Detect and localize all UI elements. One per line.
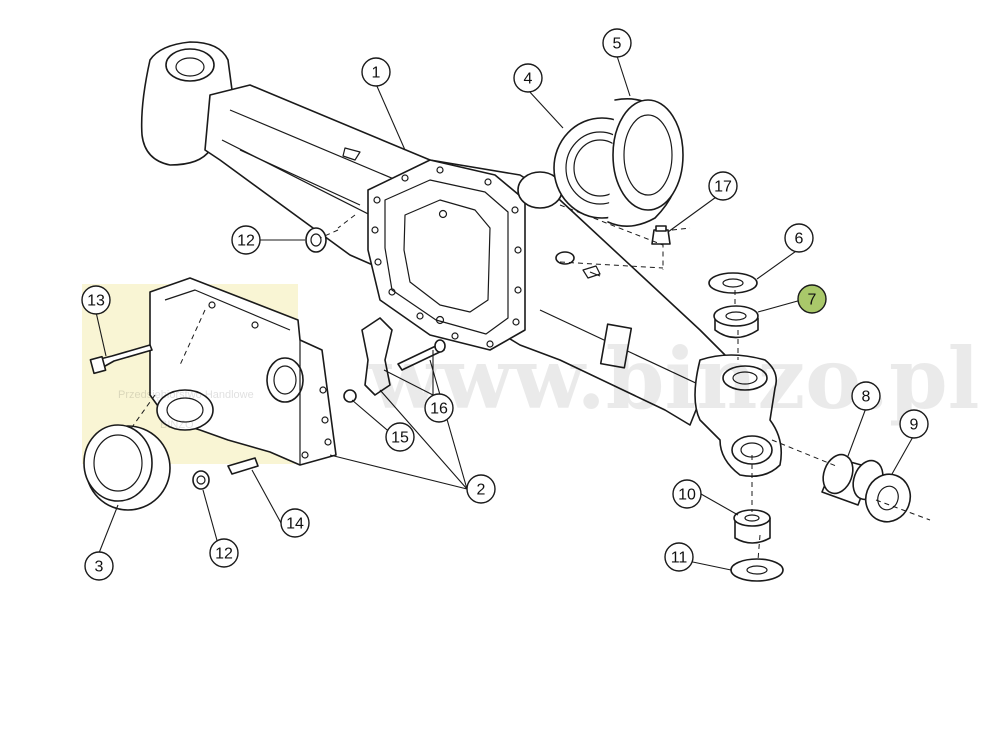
part-6-washer: [708, 272, 758, 294]
part-12-plug-upper: [305, 227, 327, 253]
callout-label: 12: [237, 233, 255, 250]
align-line-right: [559, 204, 931, 561]
part-13-bolt: [89, 344, 153, 375]
callout-5: 5: [602, 28, 632, 58]
callout-circle: [602, 28, 632, 58]
callout-circle: [899, 409, 929, 439]
callout-17: 17: [708, 171, 738, 201]
callout-15: 15: [385, 422, 415, 452]
callout-11: 11: [664, 542, 694, 572]
callout-label: 2: [477, 482, 486, 499]
callout-1: 1: [361, 57, 391, 87]
callout-16: 16: [424, 393, 454, 423]
part-15-washer: [343, 389, 357, 403]
part-3-seal-ring: [83, 424, 171, 511]
callout-label: 1: [372, 65, 381, 82]
part-8-bushing: [821, 453, 884, 506]
callout-label: 11: [671, 550, 688, 567]
part-12-plug-lower: [192, 470, 210, 490]
watermark-site: www.binzo.pl: [367, 329, 980, 428]
callout-circle: [784, 223, 814, 253]
callout-label: 15: [391, 430, 409, 447]
callout-label: 12: [215, 546, 233, 563]
callout-circle: [672, 479, 702, 509]
callout-6: 6: [784, 223, 814, 253]
callout-label: 9: [910, 417, 919, 434]
part-5-bearing-cup: [607, 98, 684, 227]
part-9-washer: [864, 473, 912, 523]
callout-circle: [466, 474, 496, 504]
callout-8: 8: [851, 381, 881, 411]
watermark-company: Przedsiębiorstwo Handlowe: [118, 389, 254, 401]
part-10-bushing: [733, 509, 771, 544]
callout-label: 3: [95, 559, 104, 576]
part-11-washer: [730, 558, 784, 582]
callout-circle: [209, 538, 239, 568]
callout-circle: [361, 57, 391, 87]
callout-circle: [84, 551, 114, 581]
part-7-bushing: [713, 305, 759, 339]
leader-lines: [95, 55, 915, 571]
part-16-clamp-and-bolt: [361, 317, 446, 396]
part-17-grease-nipple: [651, 225, 671, 245]
callout-3: 3: [84, 551, 114, 581]
align-line-left: [129, 214, 356, 431]
callout-label: 8: [862, 389, 871, 406]
callout-14: 14: [280, 508, 310, 538]
callout-4: 4: [513, 63, 543, 93]
callout-label: 4: [524, 71, 533, 88]
callout-9: 9: [899, 409, 929, 439]
callout-circle: [664, 542, 694, 572]
callout-circle: [385, 422, 415, 452]
callout-label: 7: [808, 292, 817, 309]
part-2-bearing-housing: [149, 277, 337, 466]
callout-label: 5: [613, 36, 622, 53]
callout-label: 6: [795, 231, 804, 248]
callout-circle: [797, 284, 827, 314]
part-14-dowel: [227, 457, 259, 475]
callout-label: 13: [87, 293, 105, 310]
callout-label: 14: [286, 516, 304, 533]
callout-circle: [851, 381, 881, 411]
callout-circle: [424, 393, 454, 423]
callout-circle: [513, 63, 543, 93]
callout-13: 13: [81, 285, 111, 315]
callout-label: 16: [430, 401, 448, 418]
callout-circle: [81, 285, 111, 315]
callout-label: 10: [678, 487, 696, 504]
callout-label: 17: [714, 179, 732, 196]
watermark-company-line2: BINZO: [160, 419, 194, 431]
callout-12-upper: 12: [231, 225, 261, 255]
callout-7: 7: [797, 284, 827, 314]
part-1-axle-housing: [140, 41, 783, 478]
callout-circle: [708, 171, 738, 201]
callout-10: 10: [672, 479, 702, 509]
callout-circle: [280, 508, 310, 538]
callout-2: 2: [466, 474, 496, 504]
callout-circle: [231, 225, 261, 255]
callout-12-lower: 12: [209, 538, 239, 568]
